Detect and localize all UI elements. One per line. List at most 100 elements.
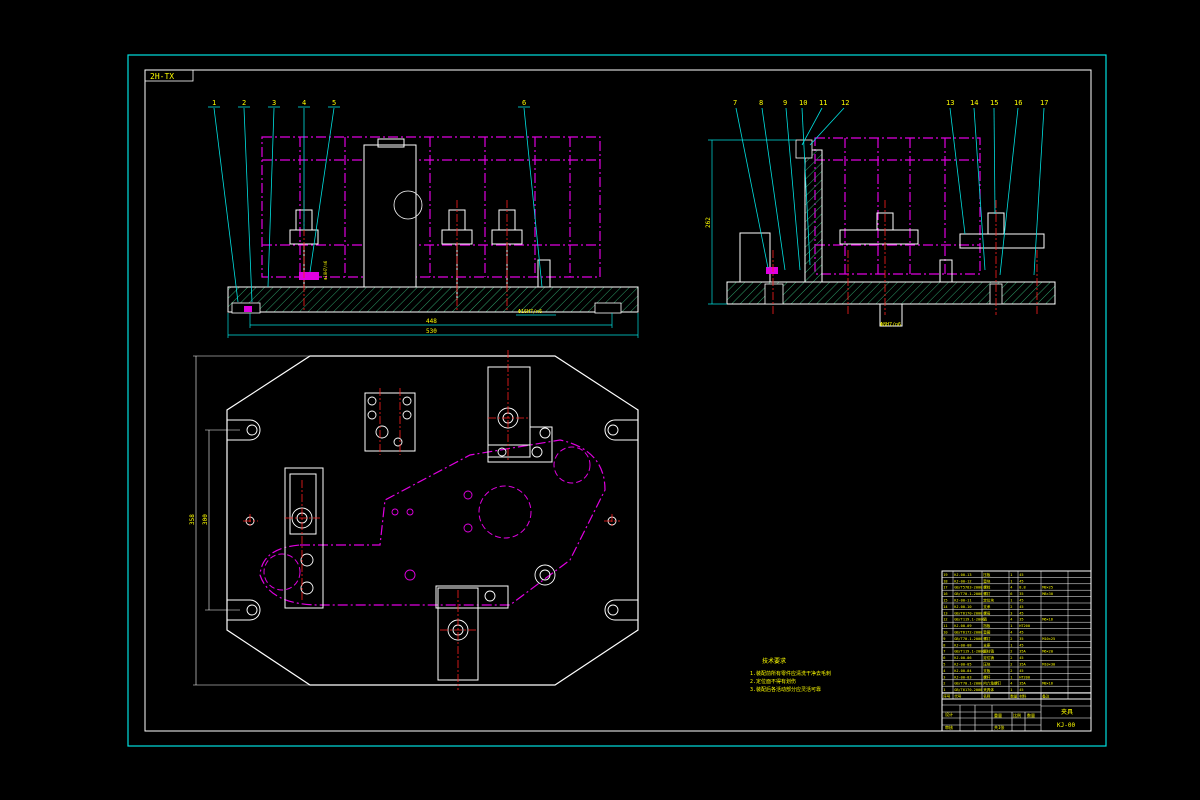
bom-cell: 1 (1010, 573, 1012, 577)
tb-weight: 重量 (994, 712, 1002, 718)
bom-cell: 4 (1010, 586, 1012, 590)
tech-notes-heading: 技术要求 (762, 657, 786, 665)
tech-note-line-1: 1.装配前所有零件应清洗干净去毛刺 (750, 670, 831, 677)
bom-cell: 内六角螺钉 (983, 681, 1001, 686)
bom-cell: 螺钉 (983, 591, 991, 596)
bom-cell: 35 (1019, 592, 1023, 596)
bom-cell: GB/T119.1-2000 (954, 650, 984, 654)
bom-cell: 1 (1010, 624, 1012, 628)
bom-cell: 螺栓 (983, 585, 991, 590)
bom-cell: 2 (1010, 605, 1012, 609)
bom-cell: 11 (943, 624, 947, 628)
bom-cell: HT200 (1019, 624, 1030, 628)
outer-border (127, 54, 1107, 747)
bom-cell: KJ-00-08 (954, 643, 971, 647)
bom-cell: 1 (1010, 599, 1012, 603)
bom-cell: 45 (1019, 605, 1023, 609)
side-fit-note: Φ8H7/n6 (880, 322, 901, 328)
bom-cell: 压块 (983, 662, 991, 667)
technical-requirements: 技术要求 1.装配前所有零件应清洗干净去毛刺 2.定位面不得有划伤 3.装配后各… (750, 657, 831, 693)
bom-cell: 2 (1010, 637, 1012, 641)
bom-cell: HT200 (1019, 675, 1030, 679)
bom-cell: 2 (943, 682, 945, 686)
bom-cell: 45 (1019, 643, 1023, 647)
bom-cell: GB/T119.1-2000 (954, 618, 984, 622)
tb-part-code: KJ-00 (1057, 722, 1075, 729)
front-dim-inner: 448 (426, 318, 437, 325)
bom-cell: 45 (1019, 573, 1023, 577)
bom-cell: 6 (943, 656, 945, 660)
bom-cell: GB/T6170-2000 (954, 611, 982, 615)
balloon-4: 4 (302, 99, 306, 107)
balloon-3: 3 (272, 99, 276, 107)
bom-cell: M6×16 (1042, 618, 1053, 622)
balloon-11: 11 (819, 99, 827, 107)
bom-cell: 销 (983, 617, 987, 622)
bom-cell: 8 (943, 643, 945, 647)
balloon-9: 9 (783, 99, 787, 107)
front-side-note: Φ10H7/n6 (323, 260, 328, 280)
bom-cell: 19 (943, 573, 947, 577)
top-base-outline (226, 355, 639, 686)
tb-drawing-name: 夹具 (1061, 708, 1073, 716)
top-view: 358 300 (189, 350, 639, 690)
side-view: 7 8 9 10 11 12 13 14 15 16 17 262 Φ8H7/n… (705, 99, 1056, 328)
tb-scale: 比例 (1013, 712, 1021, 718)
bom-cell: 1 (1010, 579, 1012, 583)
balloon-6: 6 (522, 99, 526, 107)
front-phantom-workpiece (261, 136, 601, 278)
bom-cell: 挡板 (983, 623, 991, 628)
balloon-10: 10 (799, 99, 807, 107)
bom-cell: 45 (1019, 611, 1023, 615)
bom-cell: M10×25 (1042, 637, 1055, 641)
bom-cell: 1 (1010, 675, 1012, 679)
bom-cell: 垫圈 (983, 630, 991, 635)
bom-cell: 45 (1019, 599, 1023, 603)
bom-cell: 支板 (983, 668, 991, 673)
front-dim-overall: 530 (426, 328, 437, 335)
front-view: 1 2 3 4 5 6 448 530 Φ16H7/n6 Φ10H7/n6 (208, 99, 639, 338)
bom-cell: M8×25 (1042, 586, 1053, 590)
bom-cell: 45 (1019, 669, 1023, 673)
bom-cell: 4 (1010, 631, 1012, 635)
bom-cell: 2 (1010, 669, 1012, 673)
bom-cell: KJ-00-04 (954, 669, 971, 673)
bom-cell: KJ-00-05 (954, 663, 971, 667)
bom-cell: 45 (1019, 579, 1023, 583)
bom-cell: 13 (943, 611, 947, 615)
balloon-2: 2 (242, 99, 246, 107)
bom-cell: 定位销 (983, 655, 994, 660)
bom-cell: 14 (943, 605, 947, 609)
bom-cell: GB/T70.1-2000 (954, 637, 982, 641)
title-tag-box (144, 69, 194, 82)
balloon-13: 13 (946, 99, 954, 107)
bom-cell: 7 (943, 650, 945, 654)
balloon-5: 5 (332, 99, 336, 107)
bom-cell: 2 (1010, 663, 1012, 667)
bom-cell: 15 (943, 599, 947, 603)
balloon-12: 12 (841, 99, 849, 107)
bom-cell: KJ-00-06 (954, 656, 971, 660)
top-phantom-workpiece (259, 439, 606, 606)
front-upright-block (363, 144, 417, 288)
bom-header-cell: 名称 (983, 694, 991, 699)
balloon-1: 1 (212, 99, 216, 107)
bom-cell: 4 (1010, 682, 1012, 686)
balloon-8: 8 (759, 99, 763, 107)
bom-cell: 35A (1019, 663, 1026, 667)
side-dim-height: 262 (705, 217, 712, 228)
bom-cell: 2 (1010, 650, 1012, 654)
bom-cell: 4 (943, 669, 945, 673)
tb-sheet: 共1张 (994, 724, 1004, 730)
bom-cell: 圆柱销 (983, 649, 994, 654)
bom-cell: 4 (1010, 618, 1012, 622)
inner-border (144, 69, 1092, 732)
bom-cell: 螺钉 (983, 636, 991, 641)
title-tag: 2H-TX (150, 72, 174, 81)
bom-cell: KJ-00-03 (954, 675, 971, 679)
bom-cell: M6×20 (1042, 650, 1053, 654)
bom-header-cell: 备注 (1042, 694, 1050, 699)
bom-cell: 定位块 (983, 598, 994, 603)
